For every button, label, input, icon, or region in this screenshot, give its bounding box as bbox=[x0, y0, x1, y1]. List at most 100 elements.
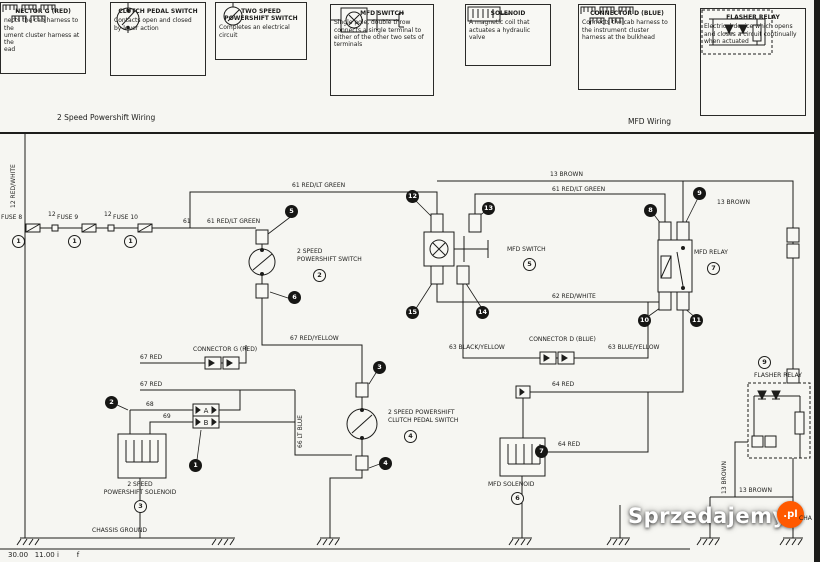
wire-67-red-yellow bbox=[261, 298, 363, 383]
wire-label-67-red-yellow: 67 RED/YELLOW bbox=[290, 335, 339, 342]
legend-flasher-relay: FLASHER RELAY Electrical device which op… bbox=[700, 8, 806, 116]
ps-solenoid-number: 3 bbox=[134, 500, 147, 513]
balloon-15: 15 bbox=[406, 306, 419, 319]
flasher-relay-symbol bbox=[747, 227, 811, 459]
connector-ab-symbol: A B bbox=[192, 403, 220, 429]
balloon-4: 4 bbox=[379, 457, 392, 470]
legend-title: TWO SPEED POWERSHIFT SWITCH bbox=[224, 8, 298, 23]
mfd-switch-number: 5 bbox=[523, 258, 536, 271]
wire-pin-a-out bbox=[219, 390, 241, 411]
ps-switch-number: 2 bbox=[313, 269, 326, 282]
mfd-switch-label: MFD SWITCH bbox=[507, 246, 546, 253]
wire-label-63-blue-yellow: 63 BLUE/YELLOW bbox=[608, 344, 660, 351]
clutch-switch-symbol bbox=[346, 382, 378, 471]
legend-solenoid: SOLENOID A magnetic coil that actuates a… bbox=[465, 4, 551, 66]
legend-mfd-switch: MFD SWITCH Single pole, double throw con… bbox=[330, 4, 434, 96]
legend-body: A magnetic coil that actuates a hydrauli… bbox=[469, 19, 531, 41]
ground-symbol bbox=[779, 537, 804, 546]
legend-body: Contacts open and closed by lever action bbox=[114, 17, 192, 32]
wire-69 bbox=[149, 421, 193, 434]
wire-label-13-brown-vert: 13 BROWN bbox=[721, 461, 728, 494]
right-column bbox=[709, 242, 794, 538]
fuse-9-symbol bbox=[81, 223, 97, 233]
balloon-9: 9 bbox=[693, 187, 706, 200]
wire-label-67-red-b: 67 RED bbox=[140, 381, 163, 388]
splice-12b bbox=[107, 224, 115, 232]
fuse-10-symbol bbox=[137, 223, 153, 233]
watermark-text: Sprzedajemy bbox=[628, 504, 787, 528]
balloon-8: 8 bbox=[644, 204, 657, 217]
wire-label-61-red-lt-green: 61 RED/LT GREEN bbox=[207, 218, 261, 225]
fuse-10-label: FUSE 10 bbox=[113, 214, 138, 221]
wire-label-61-red-lt-green-top: 61 RED/LT GREEN bbox=[292, 182, 346, 189]
balloon-2: 2 bbox=[105, 396, 118, 409]
wire-61-branch-top bbox=[189, 191, 438, 228]
pin-a-label: A bbox=[204, 407, 209, 415]
mfd-relay-number: 7 bbox=[707, 262, 720, 275]
ground-symbol bbox=[316, 537, 341, 546]
legend-body: nects the cab harness to the ument clust… bbox=[4, 17, 80, 54]
wire-68 bbox=[129, 409, 193, 434]
connector-64-symbol bbox=[515, 385, 531, 399]
connector-g-label: CONNECTOR G (RED) bbox=[193, 346, 258, 353]
mfd-solenoid-number: 6 bbox=[511, 492, 524, 505]
mfd-relay-symbol bbox=[657, 221, 693, 311]
mfd-relay-label: MFD RELAY bbox=[694, 249, 728, 256]
component-symbols: A B bbox=[16, 213, 811, 546]
watermark-pl-badge: .pl bbox=[777, 501, 804, 528]
wire-label-12: 12 bbox=[48, 211, 56, 218]
legend-title: CLUTCH PEDAL SWITCH bbox=[118, 8, 198, 15]
footer-text: 30.00 11.00 i f bbox=[8, 551, 80, 559]
wire-label-68: 68 bbox=[146, 401, 154, 408]
splice-12a bbox=[51, 224, 59, 232]
balloon-1: 1 bbox=[189, 459, 202, 472]
balloon-13: 13 bbox=[482, 202, 495, 215]
mfd-switch-symbol bbox=[423, 213, 489, 285]
edge-text: CHA bbox=[799, 515, 812, 522]
chassis-ground-label: CHASSIS GROUND bbox=[92, 527, 147, 534]
legend-title: NECTOR G (RED) bbox=[15, 8, 71, 15]
wire-label-64-red-b: 64 RED bbox=[558, 441, 581, 448]
connector-d-symbol bbox=[539, 351, 575, 365]
legend-title: FLASHER RELAY bbox=[726, 14, 780, 21]
fuse-callout: 1 bbox=[124, 235, 137, 248]
wire-label-12-red-white: 12 RED/WHITE bbox=[10, 164, 17, 208]
section-title-powershift: 2 Speed Powershift Wiring bbox=[57, 113, 156, 122]
ps-switch-symbol bbox=[248, 229, 276, 299]
legend-title: CONNECTOR D (BLUE) bbox=[590, 10, 664, 17]
mfd-solenoid-label: MFD SOLENOID bbox=[488, 481, 535, 488]
legend-body: Completes an electrical circuit bbox=[219, 24, 290, 39]
section-title-mfd: MFD Wiring bbox=[628, 117, 671, 126]
fuse-8-symbol bbox=[25, 223, 41, 233]
balloon-3: 3 bbox=[373, 361, 386, 374]
legend-clutch-pedal-switch: CLUTCH PEDAL SWITCH Contacts open and cl… bbox=[110, 2, 206, 76]
page-right-edge bbox=[814, 0, 820, 562]
wire-label-64-red-a: 64 RED bbox=[552, 381, 575, 388]
legend-connector-d: CONNECTOR D (BLUE) Connects the cab harn… bbox=[578, 4, 676, 90]
balloon-11: 11 bbox=[690, 314, 703, 327]
legend-body: Connects the cab harness to the instrume… bbox=[582, 19, 668, 41]
clutch-switch-number: 4 bbox=[404, 430, 417, 443]
ps-solenoid-symbol bbox=[117, 433, 167, 479]
fuse-8-label: FUSE 8 bbox=[1, 214, 23, 221]
legend-two-speed-switch: TWO SPEED POWERSHIFT SWITCH Completes an… bbox=[215, 2, 307, 60]
balloon-7: 7 bbox=[535, 445, 548, 458]
balloon-5: 5 bbox=[285, 205, 298, 218]
wire-66-lt-blue bbox=[294, 390, 352, 456]
ground-symbol bbox=[696, 537, 721, 546]
wire-label-66-lt-blue: 66 LT BLUE bbox=[297, 415, 304, 448]
wire-label-62-red-white: 62 RED/WHITE bbox=[552, 293, 596, 300]
balloon-6: 6 bbox=[288, 291, 301, 304]
clutch-switch-leads bbox=[329, 397, 363, 538]
pin-b-label: B bbox=[204, 419, 209, 427]
legend-connector-g: NECTOR G (RED) nects the cab harness to … bbox=[0, 2, 86, 74]
wire-label-13-brown-right: 13 BROWN bbox=[717, 199, 750, 206]
balloon-14: 14 bbox=[476, 306, 489, 319]
wire-label-63-black-yellow: 63 BLACK/YELLOW bbox=[449, 344, 505, 351]
wire-64-red bbox=[522, 310, 684, 453]
wire-label-69: 69 bbox=[163, 413, 171, 420]
wire-label-61-red-lt-green-right: 61 RED/LT GREEN bbox=[552, 186, 606, 193]
